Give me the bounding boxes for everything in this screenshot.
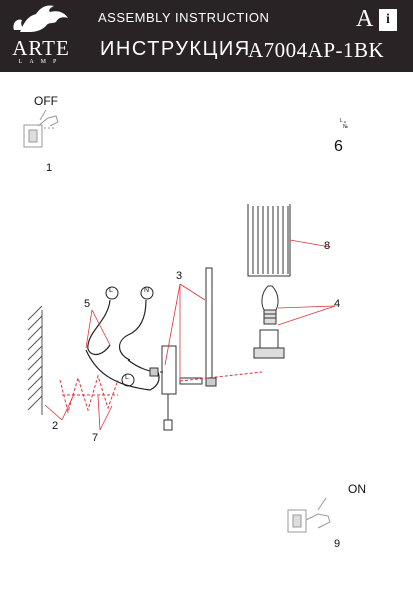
step-6-number: 6 <box>334 138 343 155</box>
wire-n-label: N <box>144 287 150 294</box>
brand-name: ARTE <box>12 36 70 60</box>
title-russian: ИНСТРУКЦИЯ <box>100 38 251 60</box>
leader-lines <box>44 239 336 431</box>
step-1-number: 1 <box>46 162 53 174</box>
step-4-number: 4 <box>334 298 341 310</box>
bulb <box>261 285 279 325</box>
screws-dashed <box>59 374 119 414</box>
griffin-icon <box>13 5 68 33</box>
terminal-marks <box>344 121 348 128</box>
switch-off-icon <box>23 109 59 148</box>
wall-hatching <box>27 305 43 415</box>
electrical-wires <box>85 286 160 391</box>
title-english: ASSEMBLY INSTRUCTION <box>98 10 270 25</box>
lamp-shade <box>247 204 291 277</box>
brand-logo: ARTE LAMP <box>6 2 76 70</box>
alignment-line <box>179 371 263 382</box>
off-label: OFF <box>34 94 58 108</box>
model-number: A7004AP-1BK <box>248 38 385 62</box>
step-2-number: 2 <box>52 420 59 432</box>
lamp-arm <box>179 267 217 387</box>
on-label: ON <box>348 482 366 496</box>
brand-subtitle: LAMP <box>18 59 64 65</box>
switch-on-icon <box>287 497 331 533</box>
energy-class-letter: A <box>356 6 374 32</box>
step-3-number: 3 <box>176 270 183 282</box>
bulb-holder <box>253 329 285 359</box>
l-mark: L <box>340 118 343 124</box>
step-7-number: 7 <box>92 432 99 444</box>
step-8-number: 8 <box>324 240 331 252</box>
step-5-number: 5 <box>84 298 91 310</box>
mounting-plate <box>149 345 177 431</box>
wire-l-label: L <box>109 287 113 294</box>
step-9-number: 9 <box>334 538 341 550</box>
n-mark: N <box>343 124 347 130</box>
wire-l2-label: L <box>125 374 129 381</box>
header-bar: ARTE LAMP ASSEMBLY INSTRUCTION ИНСТРУКЦИ… <box>0 0 413 72</box>
info-book-icon: i <box>379 9 397 31</box>
